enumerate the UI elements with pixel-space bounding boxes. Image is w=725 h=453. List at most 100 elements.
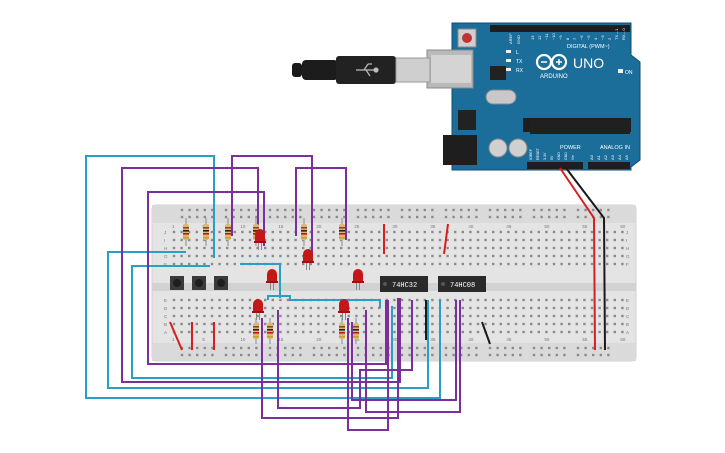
breadboard-column-numbers: 1155101015152020252530303535404045455050… [172, 224, 626, 342]
breadboard-hole [188, 330, 191, 334]
breadboard-hole [496, 346, 499, 350]
breadboard-hole [294, 254, 297, 258]
breadboard-hole [575, 238, 578, 242]
breadboard-hole [492, 298, 495, 302]
breadboard-hole [362, 246, 366, 250]
pushbutton-1[interactable] [170, 276, 184, 290]
breadboard-hole [416, 238, 419, 242]
breadboard-hole [545, 314, 548, 318]
black-jumpers[interactable] [425, 300, 491, 345]
resistor[interactable] [253, 318, 259, 344]
breadboard-hole [560, 330, 563, 334]
breadboard-hole [393, 322, 396, 326]
breadboard-hole [340, 314, 343, 318]
breadboard-hole [460, 353, 463, 357]
breadboard-hole [218, 254, 221, 258]
breadboard-hole [606, 246, 609, 250]
breadboard-hole [598, 306, 601, 310]
resistor[interactable] [301, 218, 307, 246]
breadboard-hole [299, 215, 302, 219]
breadboard-hole [324, 230, 328, 234]
breadboard-hole [431, 322, 434, 326]
breadboard-hole [335, 346, 338, 350]
breadboard-hole [621, 238, 624, 242]
breadboard-hole [256, 254, 259, 258]
breadboard-hole [268, 346, 272, 350]
breadboard-hole [416, 254, 419, 258]
tx-label: TX [516, 59, 523, 65]
usb-cable[interactable] [292, 56, 431, 84]
breadboard-hole [408, 262, 411, 266]
breadboard-hole [332, 230, 335, 234]
breadboard-hole [575, 306, 578, 310]
breadboard-hole [476, 230, 480, 234]
purple-wires[interactable] [121, 155, 461, 431]
breadboard-hole [248, 298, 252, 302]
breadboard-hole [598, 262, 601, 266]
resistor[interactable] [225, 218, 231, 246]
ic-74hc08[interactable]: 74HC08 [438, 276, 486, 292]
breadboard-hole [514, 246, 518, 250]
breadboard-hole [347, 314, 350, 318]
resistor[interactable] [267, 318, 273, 344]
breadboard-hole [302, 330, 305, 334]
breadboard-column-number: 1 [172, 337, 175, 342]
resistor[interactable] [339, 218, 345, 246]
breadboard-hole [372, 215, 375, 219]
breadboard-hole [180, 254, 183, 258]
power-label: POWER [560, 145, 581, 151]
red-jumpers[interactable] [169, 223, 449, 351]
ic-74hc32[interactable]: 74HC32 [380, 276, 428, 292]
breadboard-hole [461, 246, 464, 250]
breadboard-column-number: 20 [316, 337, 322, 342]
resistor[interactable] [339, 318, 345, 344]
breadboard-hole [271, 322, 274, 326]
breadboard-hole [362, 306, 366, 310]
resistor[interactable] [353, 318, 359, 344]
breadboard-hole [514, 298, 518, 302]
red-led[interactable] [352, 269, 364, 290]
breadboard-hole [302, 246, 305, 250]
pushbutton-3[interactable] [214, 276, 228, 290]
breadboard-hole [560, 254, 563, 258]
breadboard-row-letter: E [626, 298, 629, 303]
breadboard-hole [476, 322, 480, 326]
red-led[interactable] [254, 229, 266, 250]
breadboard-hole [461, 306, 464, 310]
resistor[interactable] [183, 218, 189, 246]
breadboard-hole [613, 254, 616, 258]
blue-wires[interactable] [85, 155, 441, 399]
resistors-bottom[interactable] [253, 318, 359, 344]
breadboard-hole [499, 246, 502, 250]
breadboard-hole [232, 346, 235, 350]
pushbuttons[interactable] [170, 276, 228, 290]
leds[interactable] [252, 229, 364, 320]
breadboard-hole [545, 306, 548, 310]
red-led[interactable] [252, 299, 264, 320]
arduino-power-wires[interactable] [559, 167, 606, 351]
breadboard-hole [340, 246, 343, 250]
arduino-uno-board[interactable]: ARDUINO UNO DIGITAL (PWM~) POWER ANALOG … [426, 22, 641, 171]
breadboard-hole [324, 254, 328, 258]
breadboard-hole [271, 230, 274, 234]
breadboard-hole [203, 306, 206, 310]
pushbutton-2[interactable] [192, 276, 206, 290]
red-led[interactable] [338, 299, 350, 320]
red-led[interactable] [302, 249, 314, 270]
breadboard-hole [218, 314, 221, 318]
breadboard-hole [232, 353, 235, 357]
breadboard-hole [226, 246, 229, 250]
breadboard-hole [460, 208, 463, 212]
breadboard-hole [522, 314, 525, 318]
breadboard-hole [180, 208, 184, 212]
breadboard-hole [286, 322, 290, 326]
breadboard-hole [590, 298, 594, 302]
breadboard-hole [460, 215, 463, 219]
breadboard-column-number: 35 [430, 337, 436, 342]
breadboard-hole [195, 254, 198, 258]
red-led[interactable] [266, 269, 278, 290]
breadboard-hole [408, 322, 411, 326]
resistor[interactable] [203, 218, 209, 246]
breadboard-hole [423, 314, 426, 318]
